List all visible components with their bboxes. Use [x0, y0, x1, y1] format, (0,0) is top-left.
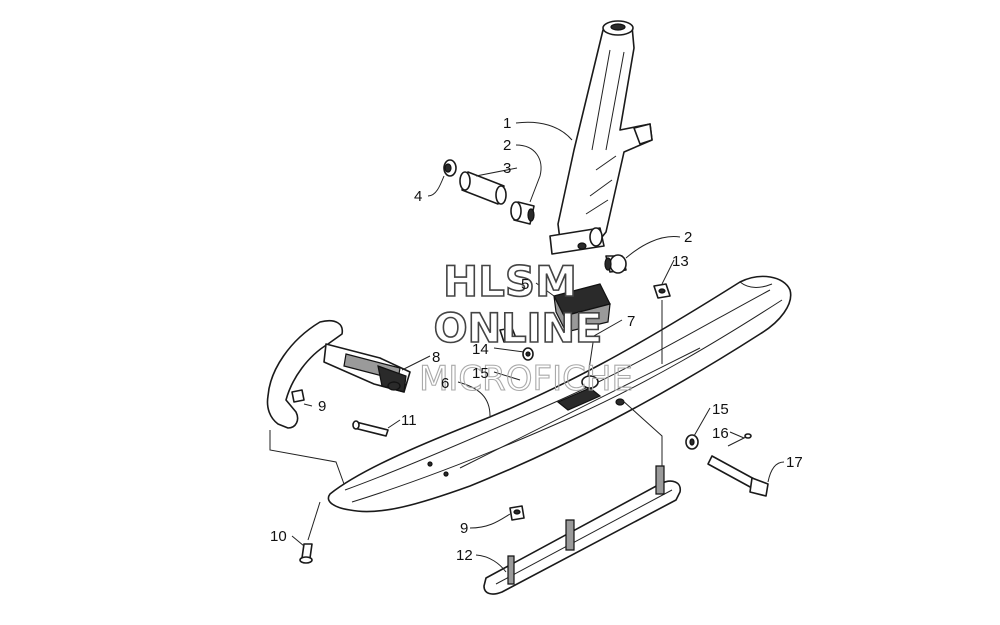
- nut-part-9-upper: [291, 389, 305, 403]
- bolt-part-11: [352, 420, 389, 437]
- bolt-part-10: [299, 543, 313, 564]
- callout-11: 11: [401, 412, 417, 429]
- callout-14: 14: [472, 341, 489, 358]
- callout-16: 16: [712, 425, 729, 442]
- callout-13: 13: [672, 253, 689, 270]
- nut-part-14: [499, 327, 517, 343]
- watermark: HLSM ONLINE MICROFICHE: [419, 256, 634, 399]
- bushing-part-2-left: [510, 201, 535, 225]
- washer-part-15-left: [522, 347, 534, 361]
- watermark-line-3: MICROFICHE: [419, 359, 633, 399]
- callout-1: 1: [503, 115, 511, 132]
- watermark-line-2: ONLINE: [434, 306, 603, 352]
- callout-15-left: 15: [472, 365, 489, 382]
- callout-3: 3: [503, 160, 511, 177]
- ski-part-6: [327, 275, 792, 513]
- spindle-part-1: [549, 20, 653, 255]
- sleeve-part-3: [459, 171, 507, 205]
- bushing-part-2-right: [604, 254, 627, 274]
- nut-part-9-lower: [509, 505, 525, 521]
- callout-8: 8: [432, 349, 440, 366]
- block-part-5: [553, 283, 611, 333]
- callout-9-upper: 9: [318, 398, 326, 415]
- washer-part-15-right: [685, 434, 699, 450]
- callout-7: 7: [627, 313, 635, 330]
- callout-4: 4: [414, 188, 422, 205]
- handle-part-8: [266, 319, 411, 429]
- callout-5: 5: [521, 276, 529, 293]
- callout-10: 10: [270, 528, 287, 545]
- bushing-part-4: [443, 159, 457, 177]
- callout-12: 12: [456, 547, 473, 564]
- callout-2-right: 2: [684, 229, 692, 246]
- callout-labels: 1 2 3 4 2 13 5 7 14 8 15 6 9 11 15 16 17…: [270, 115, 803, 564]
- wear-bar-part-12: [483, 465, 682, 595]
- nut-part-13: [653, 283, 671, 299]
- callout-6: 6: [441, 375, 449, 392]
- bolt-part-17: [707, 455, 769, 497]
- callout-9-lower: 9: [460, 520, 468, 537]
- callout-2-upper: 2: [503, 137, 511, 154]
- callout-17: 17: [786, 454, 803, 471]
- watermark-line-1: HLSM: [443, 257, 577, 306]
- leader-lines: [269, 121, 785, 573]
- cotter-pin-part-16: [727, 433, 752, 447]
- callout-15-right: 15: [712, 401, 729, 418]
